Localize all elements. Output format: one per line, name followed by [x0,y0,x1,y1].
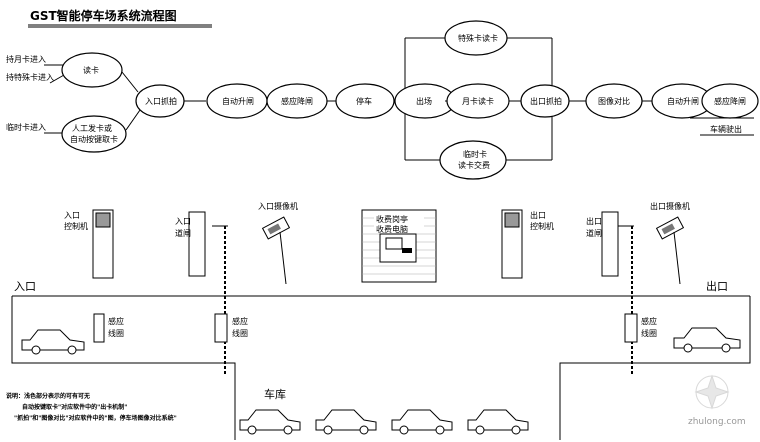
watermark-text: zhulong.com [688,417,746,427]
node-read-card-label: 读卡 [83,65,99,75]
input-temp: 临时卡进入 [6,122,46,132]
loop-left-label-2: 线圈 [108,328,124,338]
exit-camera-pole [673,231,681,285]
vehicle-exit-label: 车辆驶出 [710,124,742,134]
garage-car-2 [315,409,377,435]
loop-sensor-left-a [93,313,105,343]
road-right-edge [559,296,751,440]
node-read-card [61,52,123,88]
node-parking-label: 停车 [356,96,372,106]
loop-sensor-right [624,313,638,343]
node-exit-capture-label: 出口抓拍 [530,96,562,106]
loop-sensor-left-b [214,313,228,343]
exit-barrier-box [601,211,619,277]
loop-left-b-label-2: 线圈 [232,328,248,338]
exit-controller-display [504,212,520,228]
node-temp-read-label-1: 临时卡 [463,149,487,159]
node-manual-label-1: 人工发卡或 [72,123,112,133]
toll-computer-monitor [385,237,403,250]
exit-controller-label-1: 出口 [530,210,546,220]
garage-car-1 [239,409,301,435]
node-exit-field-label: 出场 [416,96,432,106]
watermark-logo [694,374,730,410]
toll-booth-label-2: 收费电脑 [376,224,408,234]
exit-controller-label-2: 控制机 [530,221,554,231]
conn-manual-capture [125,109,141,131]
input-monthly: 持月卡进入 [6,54,46,64]
entry-controller-label-2: 控制机 [64,221,88,231]
entry-barrier-label-1: 入口 [175,217,191,226]
loop-right-label-1: 感应 [641,316,657,326]
node-auto-lift-label: 自动升闸 [222,96,254,106]
entry-car [21,329,85,355]
node-temp-read [439,140,507,180]
node-manual-label-2: 自动按键取卡 [70,134,118,144]
node-special-read-label: 特殊卡读卡 [458,33,498,43]
exit-car [673,327,741,353]
node-manual-card [61,115,127,153]
entry-camera-pole [279,231,287,285]
exit-camera-label: 出口摄像机 [650,201,690,211]
entry-camera-label: 入口摄像机 [258,201,298,211]
note-line-1: 说明：浅色部分表示的可有可无 [6,392,90,400]
conn-read-capture [121,71,139,93]
node-parking [335,83,395,119]
entry-barrier-label-2: 道闸 [175,228,191,238]
entry-controller-display [95,212,111,228]
loop-left-label-1: 感应 [108,316,124,326]
entry-controller-label-1: 入口 [64,211,80,220]
garage-label: 车库 [264,387,286,401]
node-temp-read-label-2: 读卡交费 [458,160,490,170]
exit-barrier-label-1: 出口 [586,216,602,226]
node-sense-drop-2-label: 感应降闸 [714,96,746,106]
toll-booth-label-1: 收费岗亭 [376,214,408,224]
garage-car-4 [467,409,529,435]
entrance-label: 入口 [14,280,36,293]
node-entry-capture-label: 入口抓拍 [145,96,177,106]
note-line-3: "抓拍"和"图像对比"对应软件中的"图，停车场图像对比系统" [14,414,177,422]
garage-car-3 [391,409,453,435]
loop-right-label-2: 线圈 [641,328,657,338]
exit-camera-icon [655,216,685,240]
entry-barrier-box [188,211,206,277]
node-image-compare-label: 图像对比 [598,96,630,106]
node-sense-drop-label: 感应降闸 [281,96,313,106]
exit-label: 出口 [706,279,728,293]
toll-booth-label-bg [374,212,424,232]
node-monthly-read-label: 月卡读卡 [462,96,494,106]
arrow-special [49,74,65,84]
exit-barrier-label-2: 道闸 [586,228,602,238]
entry-camera-icon [261,216,291,240]
node-auto-lift-2-label: 自动升闸 [667,96,699,106]
diagram-title: GST智能停车场系统流程图 [30,8,177,23]
note-line-2: 自动按键取卡"对应软件中的"出卡机制" [22,403,127,411]
toll-computer-keyboard [402,248,412,253]
loop-left-b-label-1: 感应 [232,316,248,326]
road-left-edge [11,296,236,440]
input-special: 持特殊卡进入 [6,72,54,82]
